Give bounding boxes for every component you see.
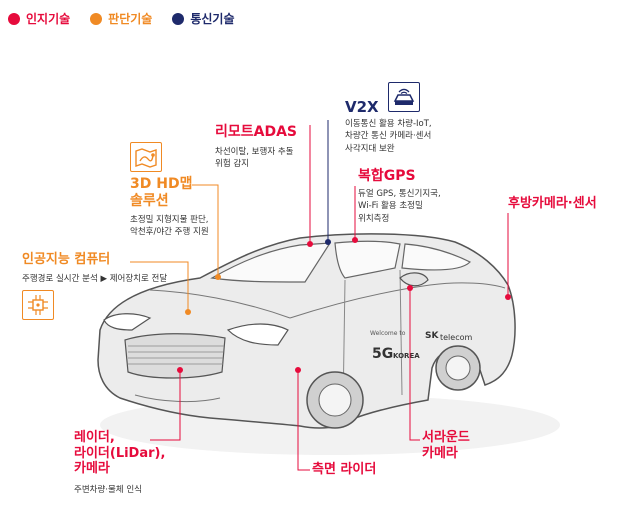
remote-adas-title: 리모트ADAS [215,124,298,140]
belt-line [289,282,506,319]
headlight-left [103,313,152,331]
rear-camera-title: 후방카메라·센서 [508,196,597,211]
hd-map-desc: 초정밀 지형지물 판단, 악천후/야간 주행 지원 [130,214,209,239]
leader-radar [150,372,181,441]
decal-5g: 5G [372,346,393,362]
dot-surround-camera [407,285,413,291]
hd-map-title-line-1: 3D HD맵 [130,176,193,192]
gps-desc-line-2: Wi-Fi 활용 초정밀 [358,201,423,212]
remote-adas-desc-line-2: 위험 감지 [215,159,249,170]
legend-dot-red [8,12,20,25]
rear-wheel-hub [445,355,471,381]
dot-remote-adas [307,241,313,247]
legend-dot-navy [172,12,185,25]
side-window-front [334,240,401,279]
front-grille [124,333,226,379]
legend: 인지기술 판단기술 통신기술 [8,10,235,27]
hd-map-title: 3D HD맵 솔루션 [130,176,192,210]
surround-camera-title: 서라운드 카메라 [422,430,470,461]
lower-intake [134,394,221,403]
radar-title-line-2: 라이더(LiDar), [74,445,166,461]
dot-v2x [325,239,331,245]
dot-hd-map [215,274,221,280]
door-seam-rear [399,269,403,396]
circuit-chip-icon [22,290,54,320]
decal-welcome: Welcome to [370,330,406,337]
hd-map-desc-line-1: 초정밀 지형지물 판단, [130,215,209,225]
surround-camera-title-line-2: 카메라 [422,445,458,461]
leader-ai-computer [130,261,189,310]
v2x-title: V2X [345,98,379,116]
grille-slats [128,345,224,365]
leader-hd-map [192,184,219,275]
legend-label-judgment: 판단기술 [108,12,153,26]
gps-desc: 듀얼 GPS, 통신기지국, Wi-Fi 활용 초정밀 위치측정 [358,188,441,225]
dot-ai-computer [185,309,191,315]
remote-adas-desc-line-1: 차선이탈, 보행자 추돌 [215,147,294,157]
ai-computer-desc: 주행경로 실시간 분석 ▶ 제어장치로 전달 [22,274,168,284]
v2x-desc: 이동통신 활용 차량-IoT, 차량간 통신 카메라·센서 사각지대 보완 [345,118,432,155]
ai-computer-title: 인공지능 컴퓨터 [22,252,111,267]
legend-item-judgment: 판단기술 [90,10,152,27]
leader-surround-camera [409,290,420,441]
gps-title: 복합GPS [358,168,416,184]
hd-map-title-line-2: 솔루션 [130,192,169,209]
v2x-desc-line-1: 이동통신 활용 차량-IoT, [345,119,432,129]
hd-map-desc-line-2: 악천후/야간 주행 지원 [130,227,209,238]
dot-radar [177,367,183,373]
radar-desc: 주변차량·물체 인식 [74,485,142,495]
sensor-dots [177,237,511,373]
radar-title: 레이더, 라이더(LiDar), 카메라 [74,430,165,477]
front-wheel-hub [318,383,352,417]
surround-camera-title-line-1: 서라운드 [422,430,470,445]
legend-item-perception: 인지기술 [8,10,70,27]
leader-side-lidar [297,372,310,471]
radar-title-line-1: 레이더, [74,430,115,445]
gps-desc-line-3: 위치측정 [358,213,390,224]
dot-gps [352,237,358,243]
legend-dot-orange [90,12,103,25]
side-lidar-title: 측면 라이더 [312,462,377,477]
headlight-right [226,323,289,346]
decal-telecom: telecom [440,333,472,342]
dot-rear-camera [505,294,511,300]
v2x-desc-line-2: 차량간 통신 카메라·센서 [345,131,432,142]
car-network-icon [388,82,420,112]
side-mirror [399,272,429,287]
map-route-icon [130,142,162,172]
radar-title-line-3: 카메라 [74,461,110,477]
legend-item-communication: 통신기술 [172,10,235,27]
decal-korea: KOREA [393,352,420,360]
dot-side-lidar [295,367,301,373]
remote-adas-desc: 차선이탈, 보행자 추돌 위험 감지 [215,146,294,171]
decal-sk: SK [425,331,439,341]
legend-label-communication: 통신기술 [190,12,235,26]
hood-line [149,289,291,319]
legend-label-perception: 인지기술 [26,12,71,26]
v2x-desc-line-3: 사각지대 보완 [345,143,395,154]
side-window-rear [401,243,472,271]
gps-desc-line-1: 듀얼 GPS, 통신기지국, [358,189,441,199]
